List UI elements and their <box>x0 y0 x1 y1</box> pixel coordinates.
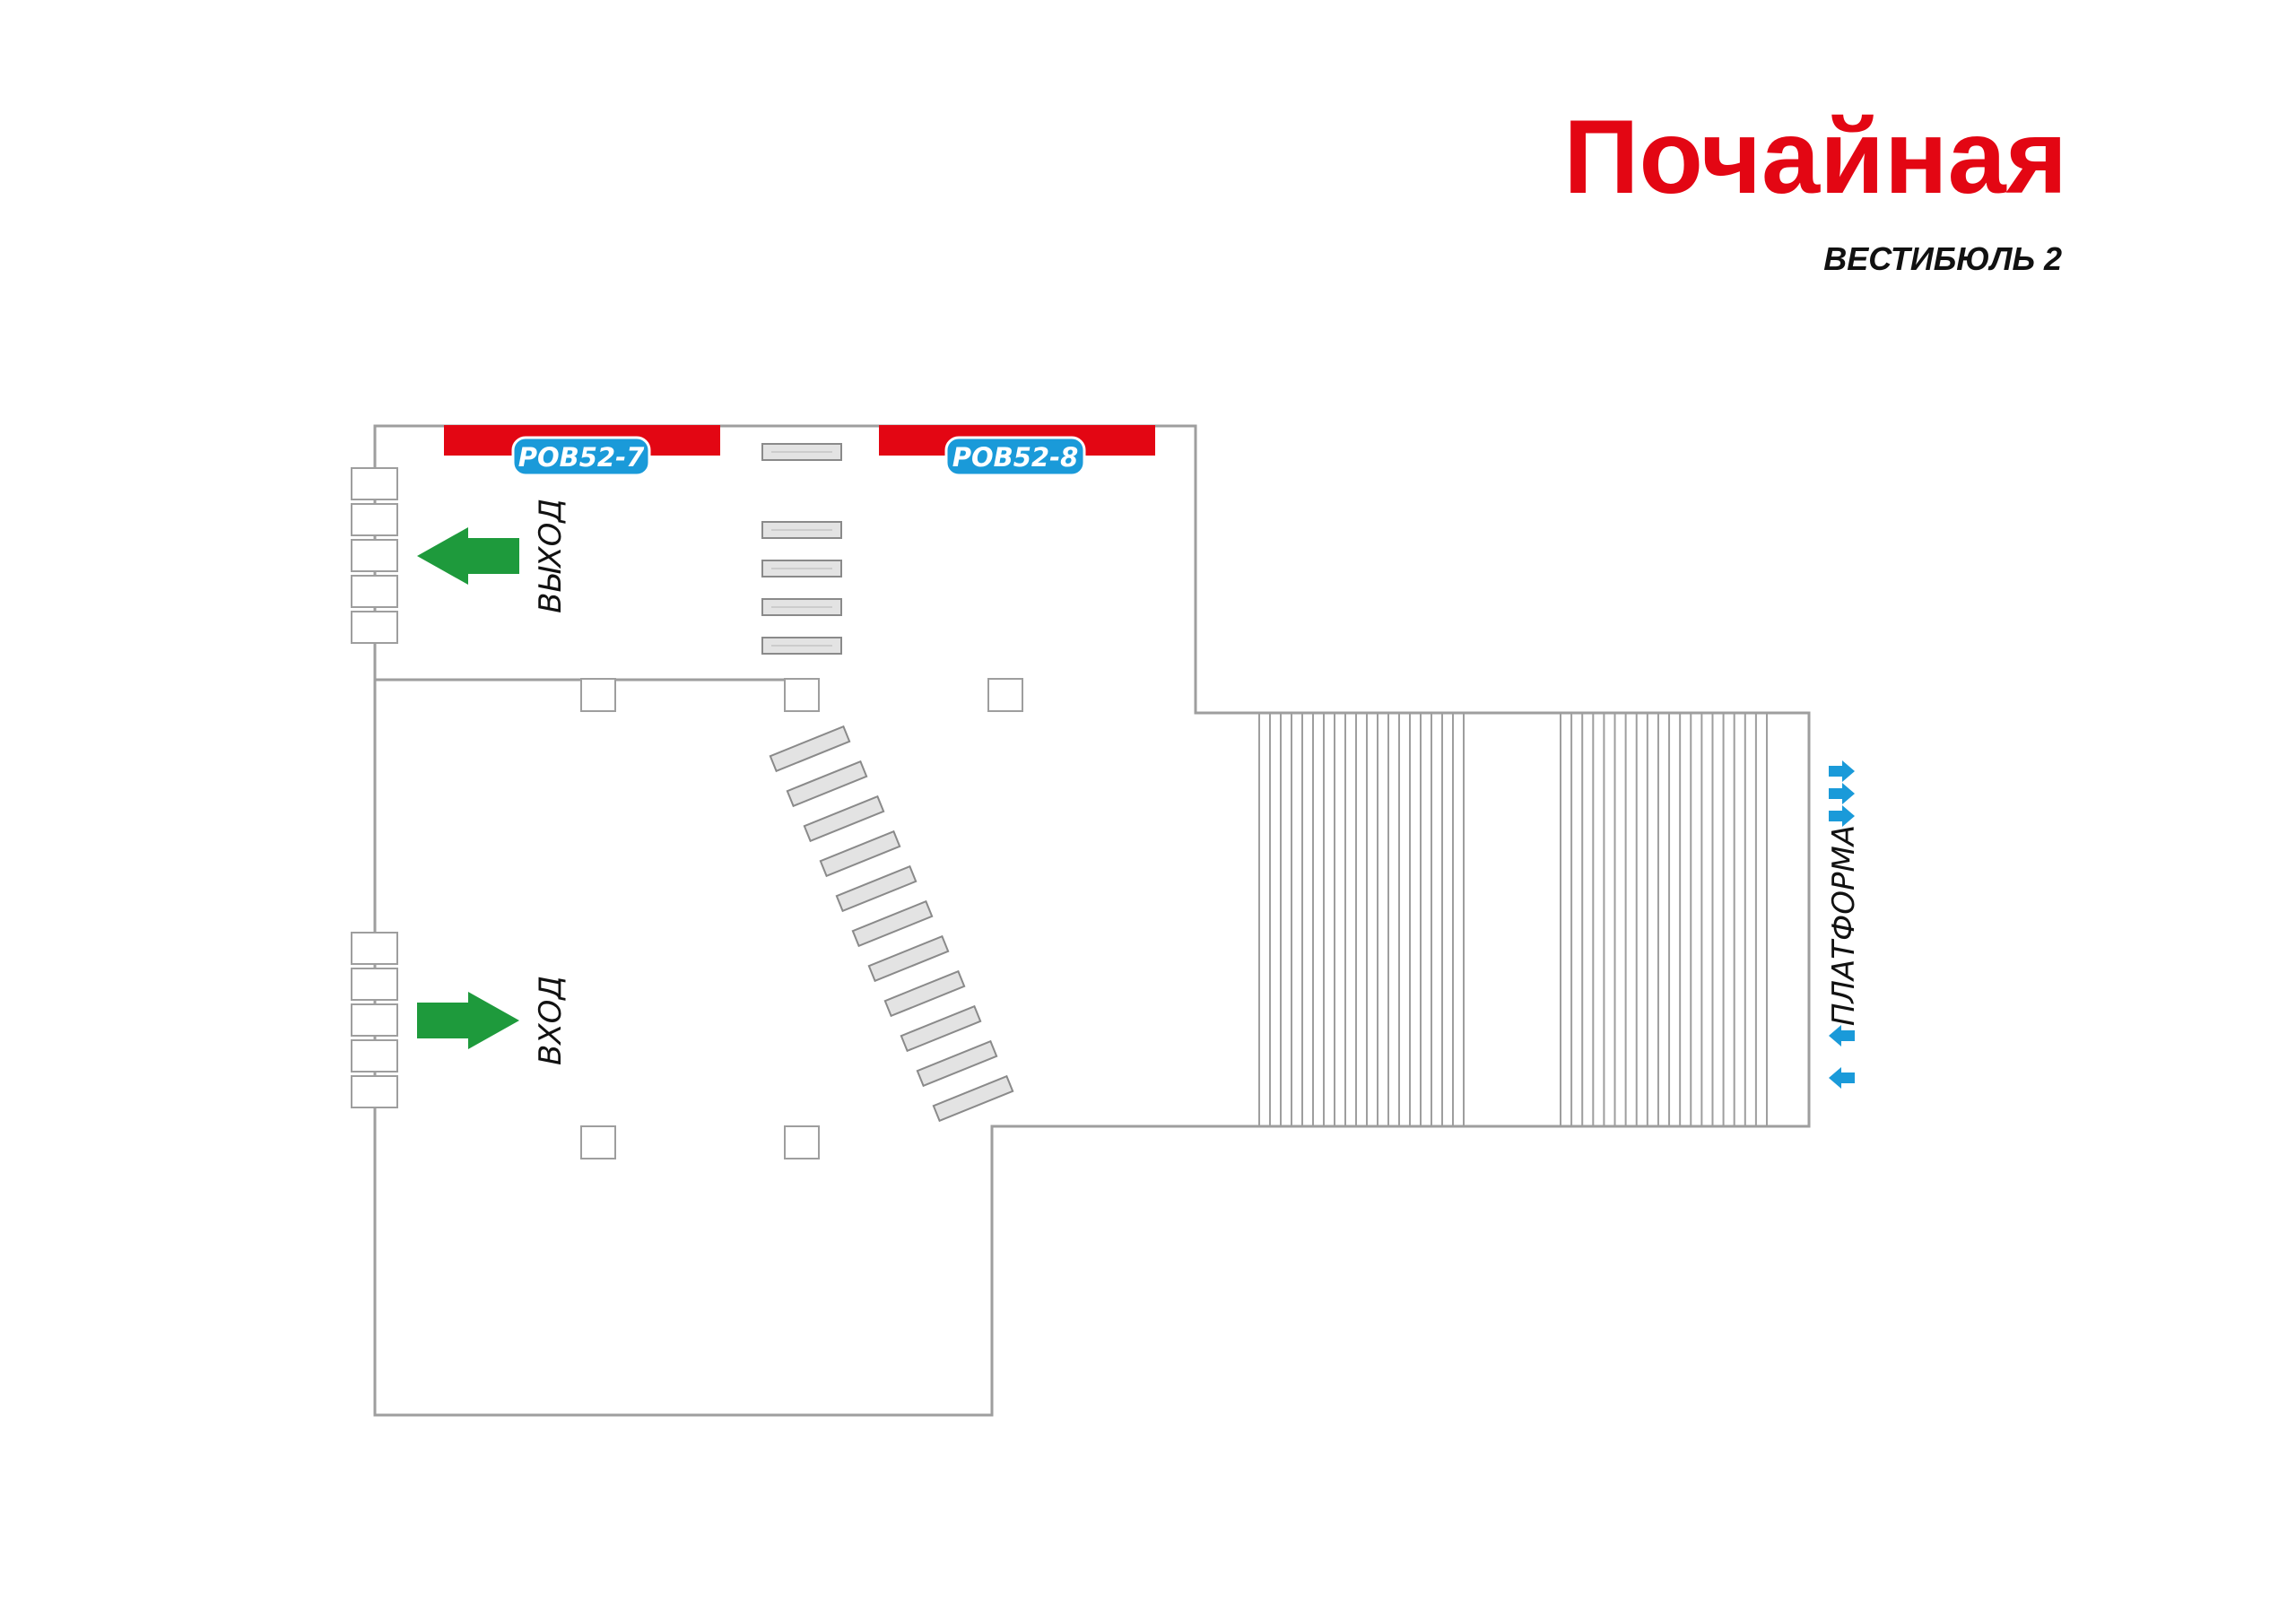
exit-label: ВЫХОД <box>533 499 569 613</box>
arrow-left-icon <box>417 527 519 585</box>
ad-code: POB52-8 <box>952 442 1079 473</box>
arrow-left-icon <box>1829 1025 1855 1046</box>
turnstile <box>883 969 966 1018</box>
exit-door[interactable] <box>351 539 398 572</box>
turnstile <box>803 795 885 843</box>
column <box>784 1125 820 1159</box>
platform-arrows-left <box>1829 1025 1855 1089</box>
turnstile <box>835 864 918 913</box>
entrance-door[interactable] <box>351 1075 398 1108</box>
turnstiles-diagonal <box>769 725 1014 1123</box>
entrance-door[interactable] <box>351 1003 398 1037</box>
turnstile <box>786 760 868 808</box>
platform-arrows-right <box>1829 760 1855 827</box>
turnstile <box>819 829 901 878</box>
turnstile <box>769 725 851 773</box>
entrance-label: ВХОД <box>533 976 569 1065</box>
ad-code: POB52-7 <box>518 442 645 473</box>
column <box>784 678 820 712</box>
exit-doors <box>351 467 398 644</box>
arrow-right-icon <box>417 992 519 1049</box>
turnstile <box>867 934 950 983</box>
exit-door[interactable] <box>351 503 398 536</box>
column <box>987 678 1023 712</box>
turnstiles-upper <box>761 443 842 655</box>
columns <box>580 678 1023 1159</box>
ad-panel-2[interactable]: POB52-8 <box>879 425 1155 477</box>
entrance-doors <box>351 932 398 1108</box>
vestibule-label: ВЕСТИБЮЛЬ 2 <box>1823 240 2062 277</box>
exit-door[interactable] <box>351 575 398 608</box>
turnstile <box>932 1074 1014 1123</box>
station-name: Почайная <box>1563 98 2067 215</box>
escalator-stairs <box>1258 713 1768 1126</box>
arrow-right-icon <box>1829 805 1855 827</box>
ad-panel-1[interactable]: POB52-7 <box>444 425 720 477</box>
entrance-door[interactable] <box>351 968 398 1001</box>
exit-door[interactable] <box>351 611 398 644</box>
outer-wall <box>373 424 1811 1417</box>
column <box>580 1125 616 1159</box>
arrow-right-icon <box>1829 783 1855 804</box>
arrow-right-icon <box>1829 760 1855 782</box>
entrance-door[interactable] <box>351 932 398 965</box>
column <box>580 678 616 712</box>
turnstile <box>916 1039 998 1088</box>
entrance-door[interactable] <box>351 1039 398 1073</box>
arrow-left-icon <box>1829 1067 1855 1089</box>
turnstile <box>900 1004 982 1053</box>
ad-tag <box>511 436 651 477</box>
turnstile <box>851 899 934 948</box>
exit-door[interactable] <box>351 467 398 500</box>
platform-label: ПЛАТФОРМА <box>1826 825 1862 1026</box>
ad-tag <box>944 436 1086 477</box>
